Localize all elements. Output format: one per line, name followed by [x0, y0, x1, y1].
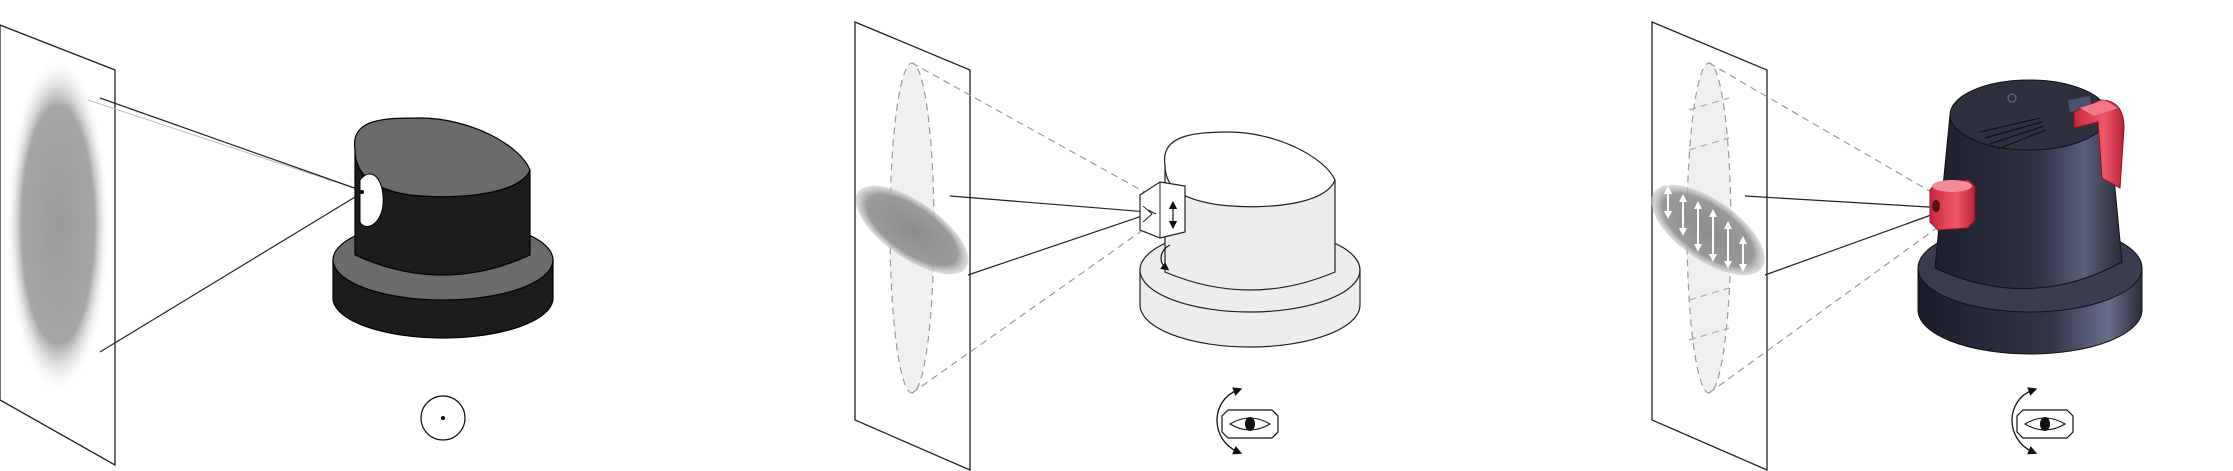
rotate-view-icon [2011, 387, 2074, 455]
rotate-arrow-icon [1160, 244, 1171, 271]
guide-line [1708, 62, 1946, 201]
nozzle-dot [360, 190, 364, 194]
guide-line [911, 62, 1151, 196]
spray-line-bottom [99, 193, 361, 353]
guide-line [1708, 221, 1946, 394]
spray-line-bottom [967, 213, 1149, 276]
rotate-arrow-icon [2011, 387, 2038, 455]
eye-icon [1221, 409, 1279, 439]
fan-spray-cap-outline [1139, 131, 1361, 348]
fan-spray-pattern [855, 185, 969, 275]
round-spray-pattern [6, 55, 110, 395]
nozzle-opening [359, 173, 384, 227]
cap-body [1934, 114, 2123, 290]
red-rear-tab [2073, 99, 2125, 189]
spray-line-top [87, 99, 361, 191]
spray-line-bottom [1764, 209, 1946, 276]
spray-line-top [99, 97, 361, 191]
panel-fan-spray-rendered [1651, 21, 2143, 471]
spray-line-top [1744, 195, 1946, 209]
rotate-arrow-icon [1216, 387, 1243, 455]
top-engraving [2007, 93, 2017, 103]
red-front-nozzle [1929, 179, 1976, 231]
rotate-view-icon [1216, 387, 1279, 455]
eye-icon [2016, 409, 2074, 439]
guide-line [911, 224, 1151, 394]
round-spray-cap [332, 117, 554, 339]
cap-top [1164, 131, 1336, 208]
fan-spray-pattern-with-arrows [1651, 184, 1765, 276]
panel-round-spray [0, 24, 554, 467]
cap-top [353, 117, 531, 198]
round-nozzle-icon [420, 395, 466, 441]
panel-fan-spray-line [854, 21, 1361, 471]
fan-nozzle [1139, 181, 1186, 239]
spray-line-top [949, 195, 1149, 213]
fan-spray-cap-rendered [1917, 79, 2143, 355]
top-ridge-lines [1979, 117, 2047, 150]
pattern-hint-lines [1688, 97, 1730, 341]
